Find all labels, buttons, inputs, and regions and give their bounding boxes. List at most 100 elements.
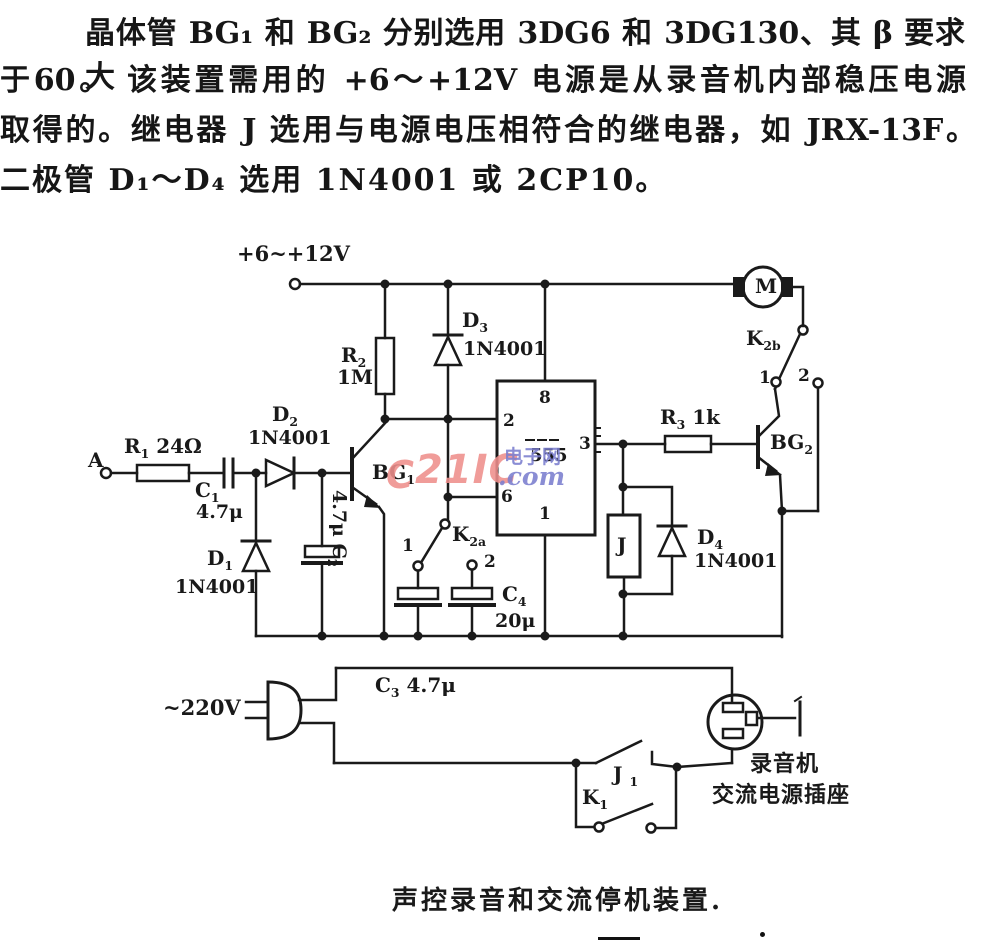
label-c4-value: 20μ bbox=[495, 610, 536, 632]
c2-name: C bbox=[328, 543, 350, 559]
d3-sub: 3 bbox=[479, 320, 488, 335]
c1-name: C bbox=[195, 478, 211, 502]
diode-d1 bbox=[240, 471, 272, 638]
d2-name: D bbox=[272, 402, 290, 426]
label-socket-line2: 交流电源插座 bbox=[712, 782, 851, 808]
label-bg2: BG2 bbox=[770, 430, 813, 456]
bg1-sub: 1 bbox=[406, 472, 415, 487]
label-pin-2: 2 bbox=[503, 411, 515, 431]
label-k2b-contact2: 2 bbox=[798, 366, 810, 386]
diode-d4 bbox=[621, 485, 688, 596]
label-k2b: K2b bbox=[746, 326, 781, 352]
label-d3-value: 1N4001 bbox=[463, 338, 547, 360]
motor bbox=[733, 265, 805, 328]
k1-name: K bbox=[582, 785, 600, 809]
resistor-r3 bbox=[621, 434, 760, 454]
capacitor-c2 bbox=[301, 471, 343, 638]
r1-sub: 1 bbox=[140, 446, 150, 461]
power-rail bbox=[288, 277, 735, 291]
j1-sub: 1 bbox=[629, 774, 639, 789]
label-r2-value: 1M bbox=[337, 365, 374, 389]
r1-name: R bbox=[124, 434, 141, 458]
r2-sub: 2 bbox=[357, 355, 367, 370]
ac-plug bbox=[244, 666, 338, 765]
capacitor-c4 bbox=[448, 586, 496, 638]
switch-k2b bbox=[770, 324, 824, 391]
watermark-com: .com bbox=[498, 462, 566, 491]
label-k1: K1 bbox=[582, 785, 608, 811]
watermark-21ic: 21IC bbox=[415, 447, 519, 493]
label-d1: D1 bbox=[207, 548, 233, 572]
c3-sub: 3 bbox=[390, 685, 400, 700]
transistor-bg2 bbox=[756, 385, 820, 639]
bg2-name: BG bbox=[770, 430, 805, 454]
scan-artifact-dash bbox=[598, 937, 640, 940]
d4-name: D bbox=[697, 525, 715, 549]
d2-sub: 2 bbox=[289, 414, 298, 429]
label-r3: R3 1k bbox=[660, 405, 720, 431]
label-input-a: A bbox=[88, 448, 104, 472]
label-ac-voltage: ~220V bbox=[163, 695, 241, 720]
pin2-wire bbox=[380, 414, 499, 424]
c1-sub: 1 bbox=[210, 490, 220, 505]
resistor-r1 bbox=[135, 463, 226, 483]
label-relay-j: J bbox=[617, 533, 627, 557]
c4-name: C bbox=[502, 582, 518, 606]
label-c1: C1 bbox=[195, 478, 220, 504]
resistor-r2 bbox=[374, 282, 396, 421]
label-c4: C4 bbox=[502, 582, 527, 608]
switch-j1 bbox=[574, 739, 679, 769]
label-pin-3: 3 bbox=[579, 434, 591, 454]
k2b-sub: 2b bbox=[763, 338, 781, 353]
paragraph-line-1: 晶体管 BG₁ 和 BG₂ 分别选用 3DG6 和 3DG130、其 β 要求大 bbox=[85, 16, 965, 95]
label-c1-value: 4.7μ bbox=[196, 501, 243, 523]
input-terminal bbox=[99, 466, 139, 480]
k1-sub: 1 bbox=[599, 797, 609, 812]
paragraph-line-2: 于60。 该装置需用的 +6～+12V 电源是从录音机内部稳压电源 bbox=[0, 63, 966, 98]
d3-name: D bbox=[462, 308, 480, 332]
k2b-name: K bbox=[746, 326, 764, 350]
paragraph-line-3: 取得的。继电器 J 选用与电源电压相符合的继电器，如 JRX-13F。 bbox=[0, 113, 976, 148]
label-c3: C3 4.7μ bbox=[375, 673, 456, 699]
transistor-bg1 bbox=[350, 419, 389, 638]
label-ic-555: 555 bbox=[530, 445, 568, 466]
label-j1: J 1 bbox=[613, 762, 638, 788]
label-d3: D3 bbox=[462, 308, 488, 334]
switch-k1 bbox=[574, 761, 678, 834]
label-r2: R2 bbox=[341, 345, 366, 369]
label-bg1: BG1 bbox=[372, 460, 415, 486]
watermark-cn: 电子网 bbox=[504, 446, 562, 468]
k2a-name: K bbox=[452, 522, 470, 546]
label-motor: M bbox=[755, 274, 778, 298]
r3-name: R bbox=[660, 405, 677, 429]
r1-value: 24Ω bbox=[156, 434, 202, 458]
switch-k2a bbox=[412, 518, 478, 590]
d1-sub: 1 bbox=[224, 558, 233, 573]
label-k2b-contact1: 1 bbox=[759, 368, 771, 388]
paragraph-line-4: 二极管 D₁～D₄ 选用 1N4001 或 2CP10。 bbox=[0, 163, 668, 198]
label-d4: D4 bbox=[697, 525, 723, 551]
c2-sub: 2 bbox=[325, 558, 340, 567]
r3-value: 1k bbox=[692, 405, 720, 429]
bg2-sub: 2 bbox=[804, 442, 813, 457]
label-pin-1: 1 bbox=[539, 504, 551, 524]
capacitor-left bbox=[394, 586, 442, 638]
bg1-name: BG bbox=[372, 460, 407, 484]
label-pin-8: 8 bbox=[539, 388, 551, 408]
c3-value: 4.7μ bbox=[406, 673, 456, 697]
r3-sub: 3 bbox=[676, 417, 686, 432]
label-r1: R1 24Ω bbox=[124, 434, 202, 460]
j1-name: J bbox=[613, 762, 623, 786]
label-c2: 4.7μ C2 bbox=[325, 490, 350, 567]
label-d4-value: 1N4001 bbox=[694, 550, 778, 572]
scan-artifact-dot bbox=[760, 932, 765, 937]
label-k2a-contact2: 2 bbox=[484, 552, 496, 572]
c2-value: 4.7μ bbox=[328, 490, 350, 537]
label-socket-line1: 录音机 bbox=[750, 751, 820, 777]
label-d2-value: 1N4001 bbox=[248, 427, 332, 449]
ac-socket bbox=[706, 693, 803, 765]
label-power: +6~+12V bbox=[237, 241, 350, 266]
label-d2: D2 bbox=[272, 402, 298, 428]
